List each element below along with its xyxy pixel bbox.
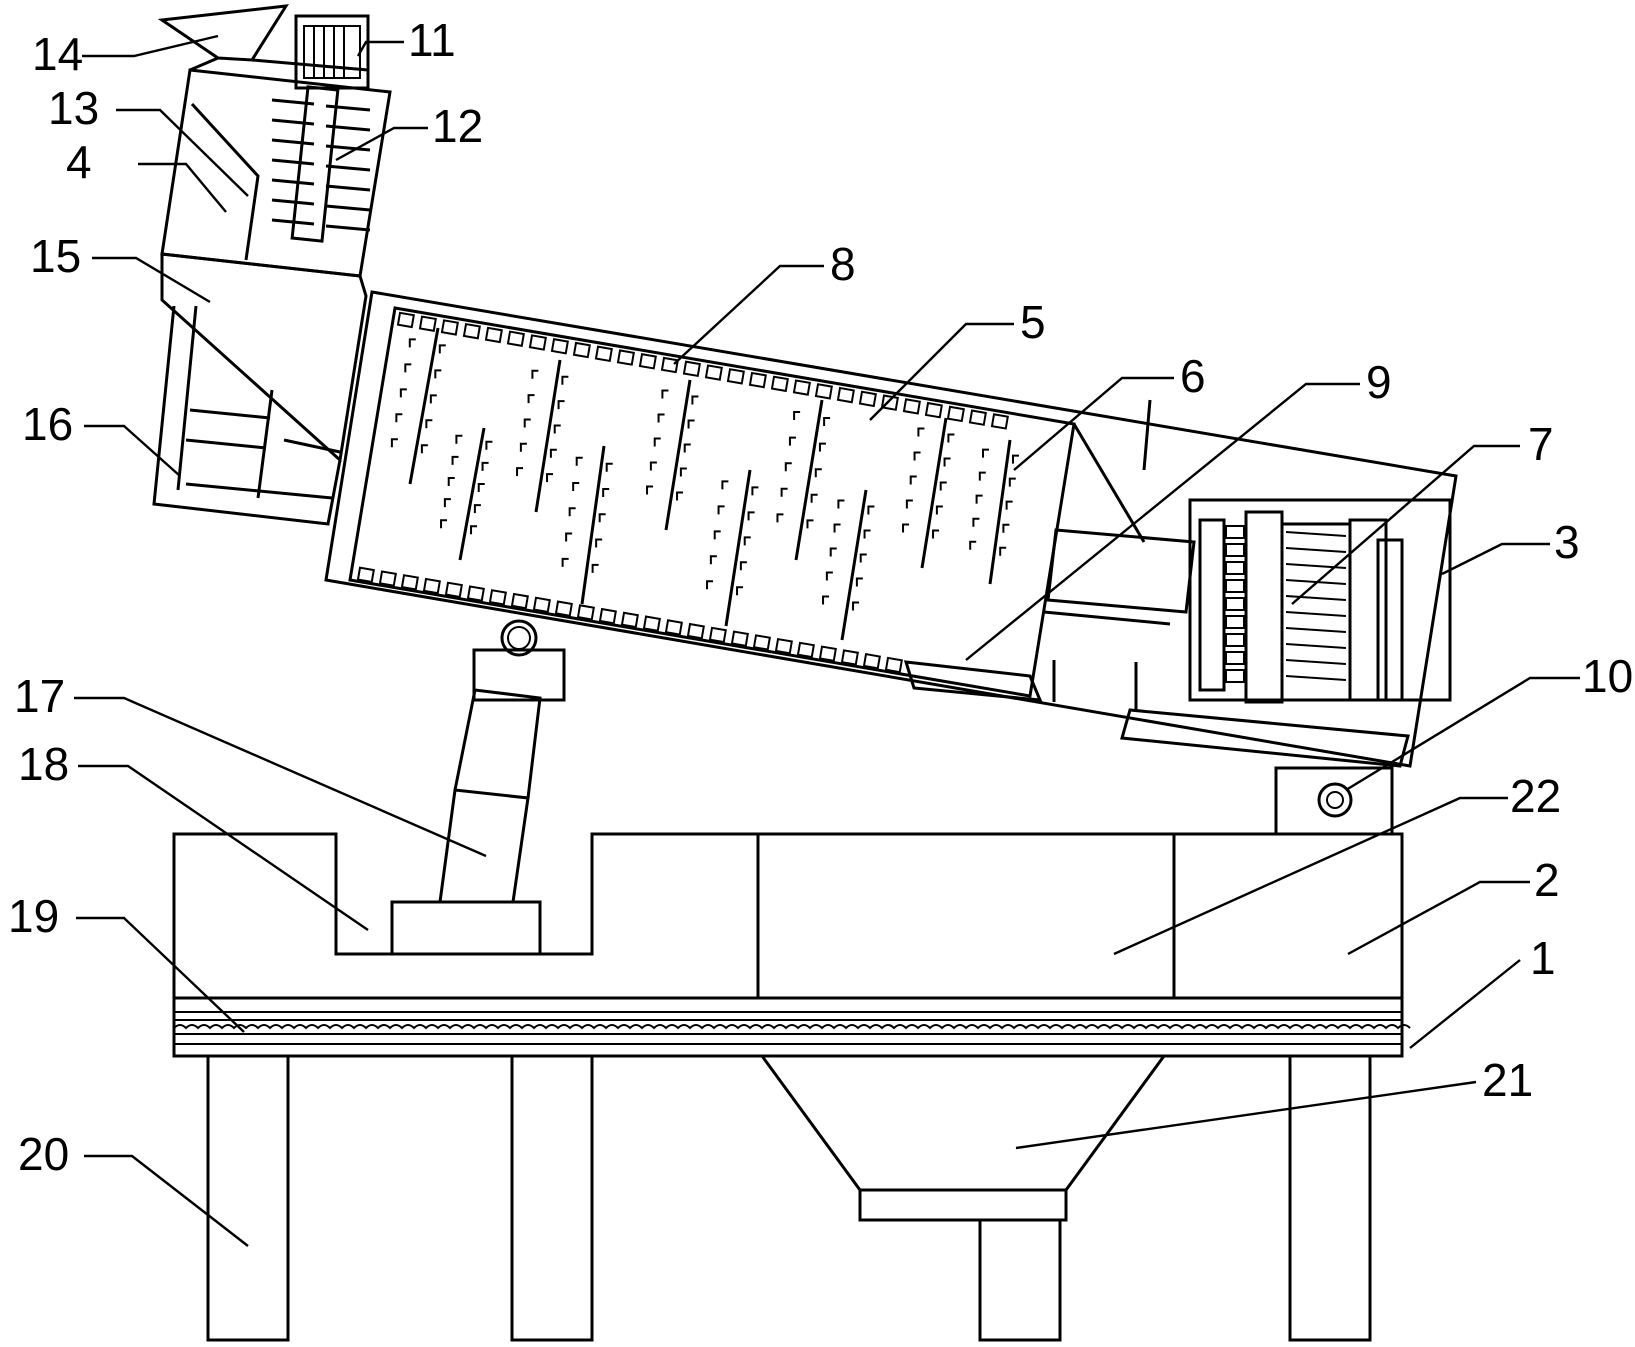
callout-leaders (74, 34, 1580, 1247)
callout-9: 9 (1366, 356, 1392, 408)
callout-5: 5 (1020, 296, 1046, 348)
callout-18: 18 (18, 738, 69, 790)
support-legs (206, 1054, 1372, 1342)
drum-housing (324, 290, 1458, 768)
callout-2: 2 (1534, 854, 1560, 906)
callout-10: 10 (1582, 650, 1633, 702)
callout-20: 20 (18, 1128, 69, 1180)
callout-7: 7 (1528, 418, 1554, 470)
callout-6: 6 (1180, 350, 1206, 402)
callout-15: 15 (30, 230, 81, 282)
discharge-hopper (760, 1055, 1166, 1222)
pivot-support (1274, 766, 1394, 836)
callout-12: 12 (432, 100, 483, 152)
funnel-and-frame (152, 252, 368, 526)
callout-21: 21 (1482, 1054, 1533, 1106)
callout-19: 19 (8, 890, 59, 942)
callout-1: 1 (1530, 932, 1556, 984)
feed-assembly (157, 4, 392, 278)
lift-cylinder (390, 619, 566, 956)
callout-11: 11 (408, 14, 456, 66)
callout-8: 8 (830, 238, 856, 290)
callout-17: 17 (14, 670, 65, 722)
motor-section (903, 399, 1452, 768)
callout-16: 16 (22, 398, 73, 450)
base-plate (172, 996, 1411, 1058)
callout-4: 4 (66, 136, 92, 188)
callout-labels: 1 2 3 4 5 6 7 8 9 10 11 12 13 14 15 16 1… (8, 14, 1633, 1180)
callout-14: 14 (32, 28, 83, 80)
lower-body (172, 832, 1404, 998)
callout-3: 3 (1554, 516, 1580, 568)
callout-22: 22 (1510, 770, 1561, 822)
callout-13: 13 (48, 82, 99, 134)
